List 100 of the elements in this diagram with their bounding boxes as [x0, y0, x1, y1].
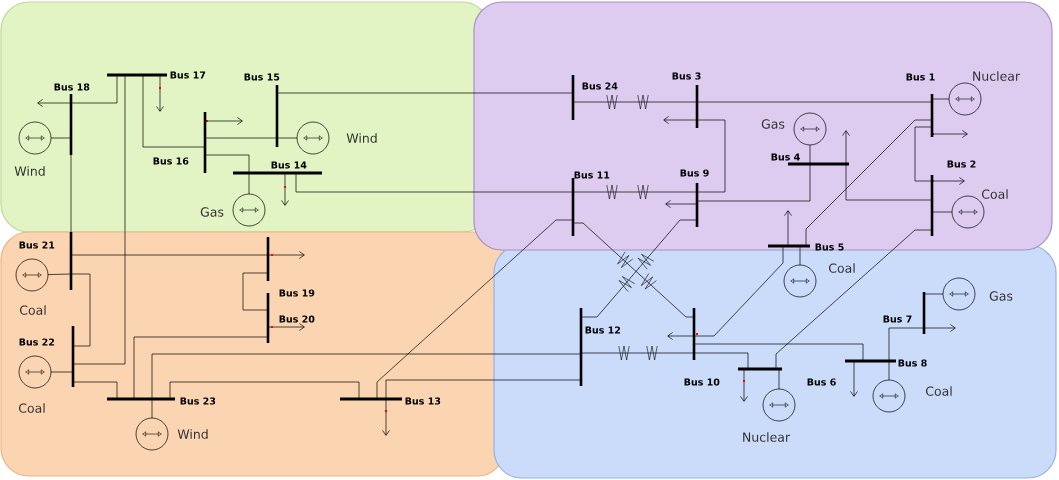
generator-label: Wind	[177, 429, 208, 439]
generator-label: Coal	[925, 386, 952, 396]
node-label: Bus 2	[947, 160, 976, 168]
power-line	[845, 163, 933, 201]
power-line	[778, 368, 780, 390]
power-line	[775, 229, 933, 370]
node-label: Bus 3	[672, 72, 701, 80]
power-line	[151, 398, 153, 419]
node-label: Bus 15	[244, 73, 280, 81]
node-label: Bus 11	[574, 171, 610, 179]
node-label: Bus 10	[684, 378, 720, 386]
power-line	[204, 154, 250, 174]
node-label: Bus 16	[153, 157, 189, 165]
load-arrow	[842, 130, 850, 165]
node-label: Bus 13	[405, 397, 441, 405]
power-line	[204, 137, 278, 139]
generator-label: Coal	[19, 305, 46, 315]
bus-bar: Bus 4	[771, 153, 849, 166]
power-line	[799, 245, 801, 266]
bus-bar: Bus 23	[107, 397, 216, 405]
bus-bar: Bus 9	[680, 169, 709, 227]
node-label: Bus 18	[54, 83, 90, 91]
bus-bar: Bus 13	[340, 397, 441, 405]
power-line	[923, 293, 944, 295]
node-label: Bus 24	[582, 82, 618, 90]
power-line	[580, 352, 695, 354]
generator-label: Wind	[346, 133, 377, 143]
power-line	[888, 360, 890, 381]
load-arrow	[267, 323, 305, 331]
power-line	[276, 137, 298, 139]
bus-bar: Bus 3	[672, 72, 701, 128]
power-line	[805, 119, 933, 247]
bus-bar: Bus 15	[244, 73, 280, 147]
bus-bar: Bus 17	[107, 71, 206, 79]
load-arrow	[281, 172, 289, 206]
power-line	[242, 272, 269, 311]
power-line	[151, 353, 582, 400]
bus-bar: Bus 19	[266, 237, 315, 297]
power-line	[696, 101, 933, 103]
power-line	[169, 381, 360, 400]
generator-label: Gas	[200, 207, 224, 217]
power-line	[888, 327, 925, 362]
node-label: Bus 9	[680, 169, 709, 177]
generator-label: Nuclear	[743, 432, 791, 442]
power-line	[72, 381, 118, 400]
node-label: Bus 20	[279, 315, 315, 323]
load-arrow	[156, 74, 164, 112]
bus-bar: Bus 14	[233, 161, 322, 175]
bus-bar: Bus 22	[19, 326, 75, 387]
power-line	[376, 219, 574, 400]
node-label: Bus 22	[19, 338, 55, 346]
load-arrow	[37, 99, 72, 107]
load-arrow	[267, 251, 305, 259]
load-arrow	[931, 177, 965, 185]
power-line	[295, 172, 574, 193]
bus-bar: Bus 18	[54, 83, 90, 155]
node-label: Bus 12	[585, 326, 621, 334]
generator-label: Coal	[828, 263, 855, 273]
node-label: Bus 23	[180, 397, 216, 405]
node-label: Bus 19	[279, 289, 315, 297]
power-line	[50, 371, 74, 373]
power-line	[693, 352, 749, 370]
load-arrow	[665, 200, 698, 208]
load-arrow	[663, 116, 698, 124]
bus-bar: Bus 8	[845, 359, 927, 367]
bus-bar: Bus 2	[930, 160, 976, 236]
bus-bar: Bus 6	[738, 367, 836, 386]
generator-label: Coal	[981, 189, 1008, 199]
power-line	[70, 273, 91, 347]
power-line	[142, 74, 206, 148]
power-line	[70, 74, 118, 104]
node-label: Bus 1	[906, 73, 935, 81]
bus-bar: Bus 10	[684, 308, 720, 386]
node-label: Bus 21	[19, 241, 55, 249]
power-line	[70, 154, 72, 233]
power-line	[133, 336, 269, 400]
node-label: Bus 14	[271, 161, 307, 169]
bus-bar: Bus 24	[571, 75, 618, 120]
node-label: Bus 5	[815, 243, 844, 251]
node-label: Bus 4	[771, 153, 800, 161]
power-line	[696, 119, 726, 193]
bus-bar: Bus 5	[768, 243, 844, 251]
load-arrow	[850, 360, 858, 397]
load-arrow	[784, 210, 792, 247]
node-label: Bus 7	[883, 315, 912, 323]
node-label: Bus 17	[170, 71, 206, 79]
power-line	[696, 163, 811, 202]
bus-bar: Bus 21	[19, 232, 73, 290]
power-line	[72, 74, 126, 365]
power-line	[276, 92, 574, 94]
generator-label: Wind	[14, 166, 45, 176]
power-line	[693, 343, 864, 362]
bus-bar: Bus 11	[571, 171, 610, 236]
power-line	[572, 191, 698, 193]
bus-bar: Bus 7	[883, 292, 926, 334]
power-line	[50, 137, 72, 139]
load-arrow	[740, 368, 748, 402]
bus-bar: Bus 16	[153, 112, 207, 173]
power-line	[70, 254, 269, 256]
power-line	[572, 101, 698, 103]
